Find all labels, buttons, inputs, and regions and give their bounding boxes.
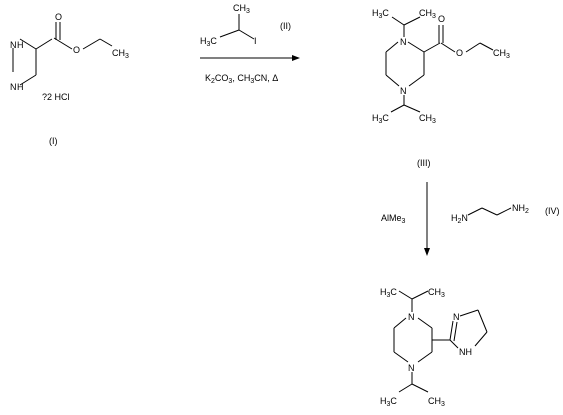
c3-h3c-bot: H3C [372, 113, 389, 125]
c3-o-ester: O [456, 48, 463, 58]
compound-3-bonds [385, 16, 494, 113]
step2-reagent: AlMe3 [381, 213, 406, 225]
c1-label: (I) [49, 136, 58, 146]
c4-nh2: NH2 [512, 203, 529, 215]
c4-h2n: H2N [451, 213, 468, 225]
reaction-arrow-2 [424, 182, 430, 256]
c1-h-bot: H [17, 82, 24, 92]
compound-3: H3C CH3 N N O O CH3 H3C CH3 (III) [372, 8, 510, 168]
c3-ch3: CH3 [493, 48, 510, 60]
c3-h3c-top: H3C [372, 8, 389, 20]
product-n-top: N [408, 312, 415, 322]
c1-ch3: CH3 [112, 48, 129, 60]
c1-n-top: N [10, 40, 17, 50]
product: H3C CH3 N N N NH H3C CH3 [380, 287, 488, 408]
c2-h3c: H3C [200, 36, 217, 48]
reaction-arrow-1 [200, 55, 300, 61]
product-h3c-bot: H3C [380, 396, 397, 408]
product-imidazoline-n: N [453, 312, 460, 322]
c1-o-carbonyl: O [55, 12, 62, 22]
compound-1-bonds [12, 22, 113, 86]
product-bonds [393, 290, 488, 393]
compound-4: H2N NH2 (IV) [451, 203, 560, 225]
compound-2-bonds [219, 14, 255, 40]
compound-1: N H N H O O CH3 ?2 HCl (I) [10, 12, 129, 146]
product-ch3-bot: CH3 [428, 396, 445, 408]
c3-n-top: N [400, 37, 407, 47]
c1-n-bot: N [10, 82, 17, 92]
step1-conditions: K2CO3, CH3CN, Δ [205, 73, 278, 85]
product-imidazoline-nh: NH [459, 347, 472, 357]
c2-iodine: I [254, 36, 257, 46]
compound-2: CH3 H3C I (II) [200, 3, 291, 48]
product-n-bot: N [408, 363, 415, 373]
c3-n-bot: N [400, 86, 407, 96]
product-ch3-top: CH3 [428, 287, 445, 299]
c4-label: (IV) [545, 206, 560, 216]
c2-label: (II) [280, 21, 291, 31]
c1-o-ester: O [73, 45, 80, 55]
c1-salt: ?2 HCl [42, 92, 70, 102]
c3-label: (III) [417, 158, 431, 168]
c2-ch3: CH3 [233, 3, 250, 15]
compound-4-bonds [467, 207, 512, 216]
c1-h-top: H [17, 40, 24, 50]
c3-ch3-top: CH3 [419, 8, 436, 20]
c3-ch3-bot: CH3 [419, 113, 436, 125]
product-h3c-top: H3C [380, 287, 397, 299]
c3-o-carbonyl: O [438, 14, 445, 24]
